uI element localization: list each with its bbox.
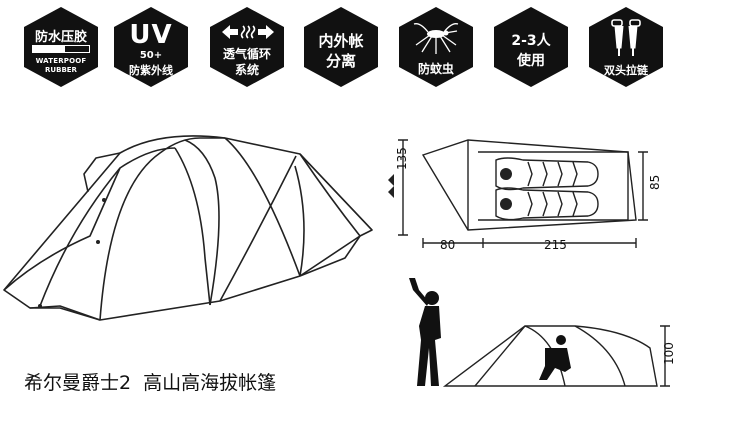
badge-double-layer-line2: 分离 [325,52,356,70]
badge-zipper-label: 双头拉链 [604,64,648,77]
badge-waterproof-title: 防水压胶 [34,30,87,45]
badge-uv-label: 防紫外线 [129,64,173,77]
badge-uv-title: UV [129,20,173,50]
dimension-vestibule-label: 80 [440,238,456,252]
badge-vent-line2: 系统 [234,63,259,77]
dimension-height-label: 100 [662,342,676,365]
badge-mosquito-label: 防蚊虫 [417,62,454,76]
product-caption: 希尔曼爵士2 高山高海拔帐篷 [24,372,277,394]
mosquito-icon [413,23,459,54]
floor-plan-diagram [388,139,648,248]
hexagon-shape [589,7,663,87]
badge-vent-line1: 透气循环 [222,47,271,61]
badge-waterproof: 防水压胶 WATERPOOF RUBBER [22,6,100,88]
hexagon-shape [114,7,188,87]
badge-vent: 透气循环 系统 [208,6,286,88]
badge-capacity-line1: 2-3人 [511,33,551,49]
kneeling-person-icon [539,335,571,380]
hexagon-shape [494,7,568,87]
tent-illustration [3,135,373,321]
dimension-length-label: 215 [544,238,567,252]
badge-uv-rating: 50+ [139,50,163,61]
dimension-width-label: 135 [395,147,409,170]
badge-waterproof-en1: WATERPOOF [35,57,87,65]
badge-zipper: 双头拉链 [587,6,665,88]
badge-double-layer: 内外帐 分离 [302,6,380,88]
side-view-diagram [409,278,670,387]
waterproof-bar-icon [32,45,90,53]
feature-badges: 防水压胶 WATERPOOF RUBBER UV 50+ 防紫外线 透气循环 系… [0,0,732,100]
badge-uv: UV 50+ 防紫外线 [112,6,190,88]
badge-waterproof-en2: RUBBER [45,66,77,74]
badge-capacity-line2: 使用 [517,53,545,69]
badge-capacity: 2-3人 使用 [492,6,570,88]
badge-double-layer-line1: 内外帐 [318,32,364,50]
double-zipper-icon [611,19,641,56]
badge-mosquito: 防蚊虫 [397,6,475,88]
hexagon-shape [304,7,378,87]
dimension-inner-width-label: 85 [648,174,662,190]
person-silhouette-icon [409,278,441,386]
air-flow-arrows-icon [222,25,274,39]
